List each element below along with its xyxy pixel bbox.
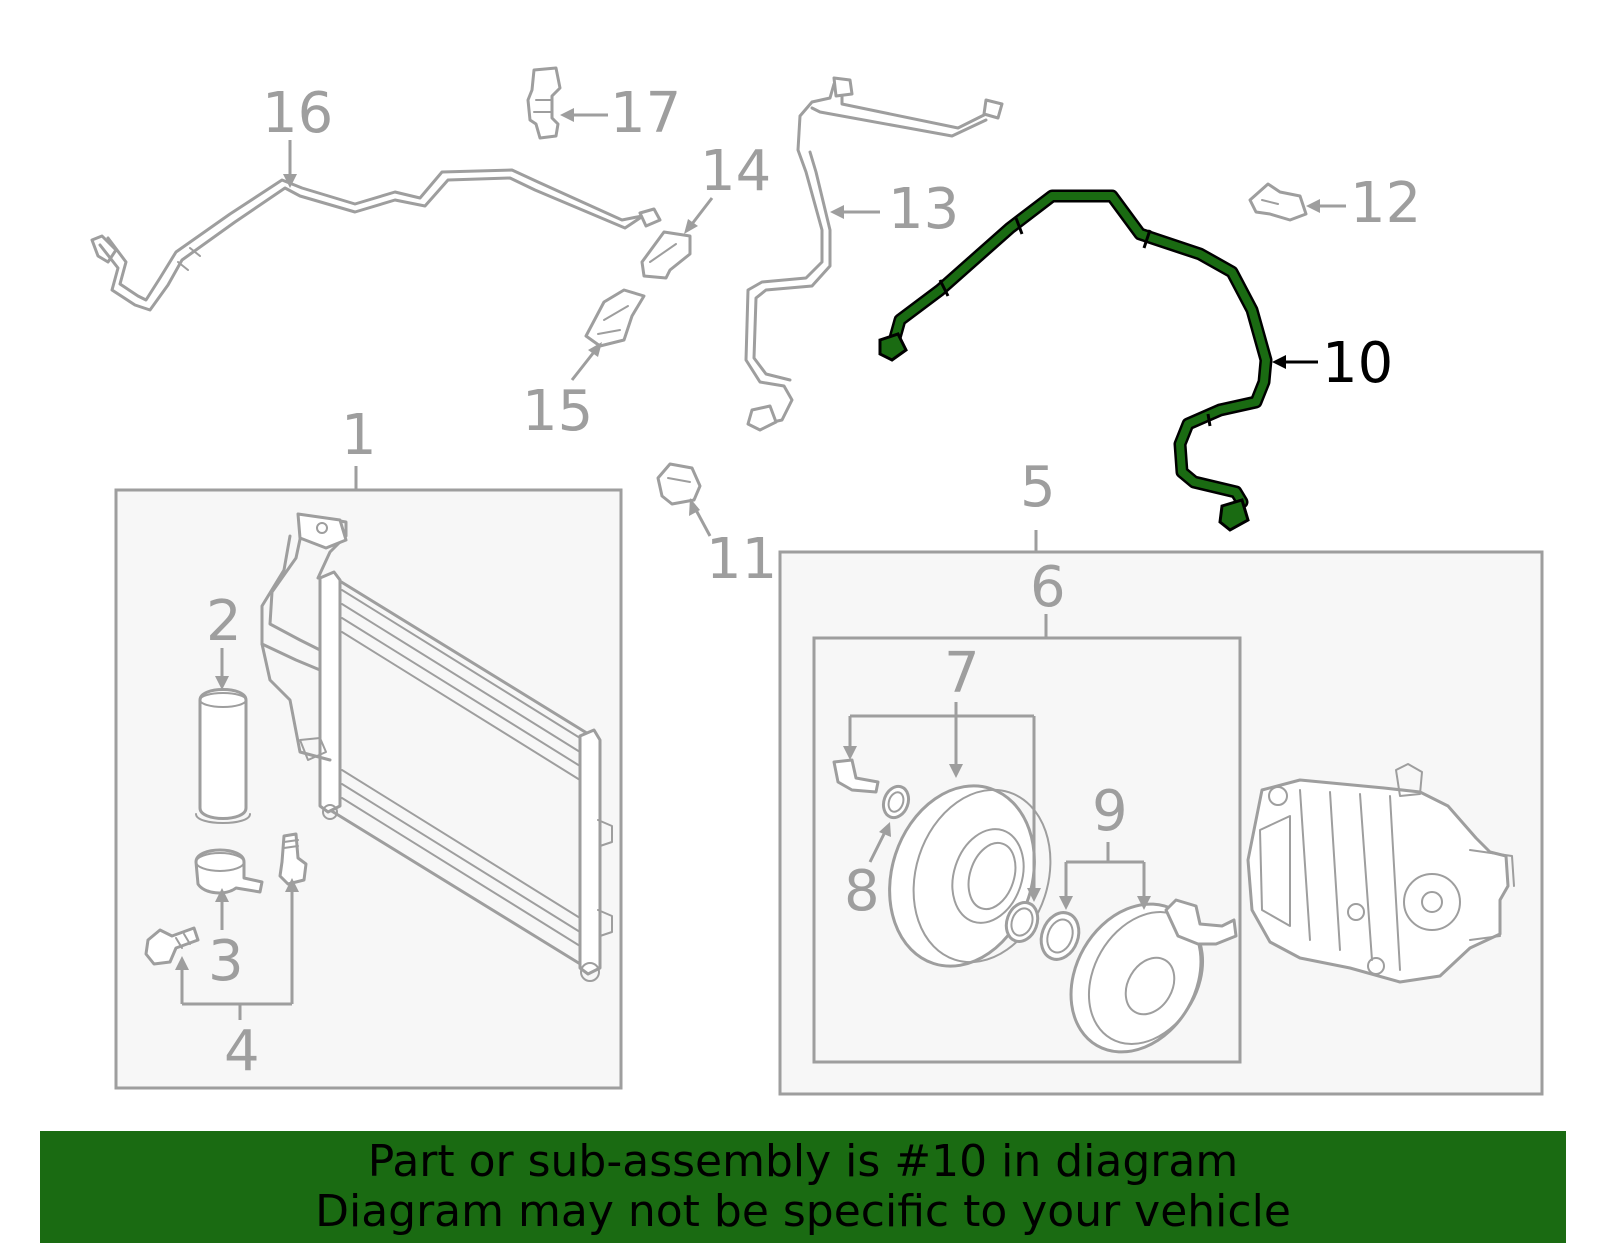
callout-4: 4 xyxy=(224,1019,260,1084)
arrow-7c xyxy=(1027,888,1041,902)
leader-9 xyxy=(1064,842,1146,898)
banner-line-part: Part or sub-assembly is #10 in diagram xyxy=(367,1136,1239,1187)
arrow-7a xyxy=(949,764,963,778)
part-12-clip[interactable] xyxy=(1248,182,1308,222)
arrow-8 xyxy=(879,822,891,837)
arrow-9b xyxy=(1137,896,1151,910)
arrow-16 xyxy=(283,174,297,188)
arrow-11 xyxy=(689,498,700,516)
arrow-17 xyxy=(560,108,574,122)
part-14-bracket[interactable] xyxy=(640,230,692,280)
callout-16: 16 xyxy=(262,81,333,146)
callout-6: 6 xyxy=(1030,555,1066,620)
part-7-clutch-pulley[interactable] xyxy=(832,758,1072,985)
leader-7 xyxy=(848,702,1036,890)
arrow-3 xyxy=(215,888,229,902)
part-4-bolts[interactable] xyxy=(144,832,308,966)
part-8-shim[interactable] xyxy=(879,783,912,821)
arrow-9a xyxy=(1059,896,1073,910)
part-10-discharge-hose[interactable] xyxy=(878,189,1273,532)
part-2-receiver-drier[interactable] xyxy=(195,688,251,824)
arrow-15 xyxy=(588,342,602,357)
leader-15 xyxy=(570,351,596,381)
info-banner: Part or sub-assembly is #10 in diagram D… xyxy=(40,1131,1566,1243)
callout-15: 15 xyxy=(522,379,593,444)
leader-4 xyxy=(180,890,294,1020)
part-16-liquid-line[interactable] xyxy=(90,168,662,312)
part-9-field-coil[interactable] xyxy=(1001,880,1238,1075)
condenser-group-box xyxy=(114,488,623,1090)
part-13-suction-line[interactable] xyxy=(744,76,1004,432)
leader-8 xyxy=(868,833,886,863)
arrow-14 xyxy=(684,219,698,234)
callout-2: 2 xyxy=(206,589,242,654)
leader-14 xyxy=(690,197,714,225)
arrow-4b xyxy=(285,878,299,892)
callout-10: 10 xyxy=(1322,331,1393,396)
callout-11: 11 xyxy=(706,527,777,592)
leader-11 xyxy=(694,509,712,537)
callout-1: 1 xyxy=(341,403,377,468)
callout-8: 8 xyxy=(844,859,880,924)
callout-14: 14 xyxy=(700,139,771,204)
part-11-cap[interactable] xyxy=(656,462,702,506)
arrow-10 xyxy=(1272,355,1286,369)
callout-13: 13 xyxy=(888,177,959,242)
arrow-12 xyxy=(1306,199,1320,213)
arrow-7b xyxy=(843,746,857,760)
callout-9: 9 xyxy=(1092,779,1128,844)
callout-5: 5 xyxy=(1020,455,1056,520)
arrow-4a xyxy=(175,956,189,970)
callout-12: 12 xyxy=(1350,171,1421,236)
part-5-compressor[interactable] xyxy=(1246,763,1515,984)
part-17-pressure-switch[interactable] xyxy=(526,66,562,140)
arrow-13 xyxy=(830,205,844,219)
arrow-2 xyxy=(215,676,229,690)
callout-3: 3 xyxy=(208,929,244,994)
banner-line-disclaimer: Diagram may not be specific to your vehi… xyxy=(315,1186,1291,1237)
callout-17: 17 xyxy=(610,81,681,146)
part-15-bracket[interactable] xyxy=(584,288,646,348)
callout-7: 7 xyxy=(944,641,980,706)
part-3-clamp[interactable] xyxy=(194,848,264,895)
part-1-condenser[interactable] xyxy=(260,512,613,982)
